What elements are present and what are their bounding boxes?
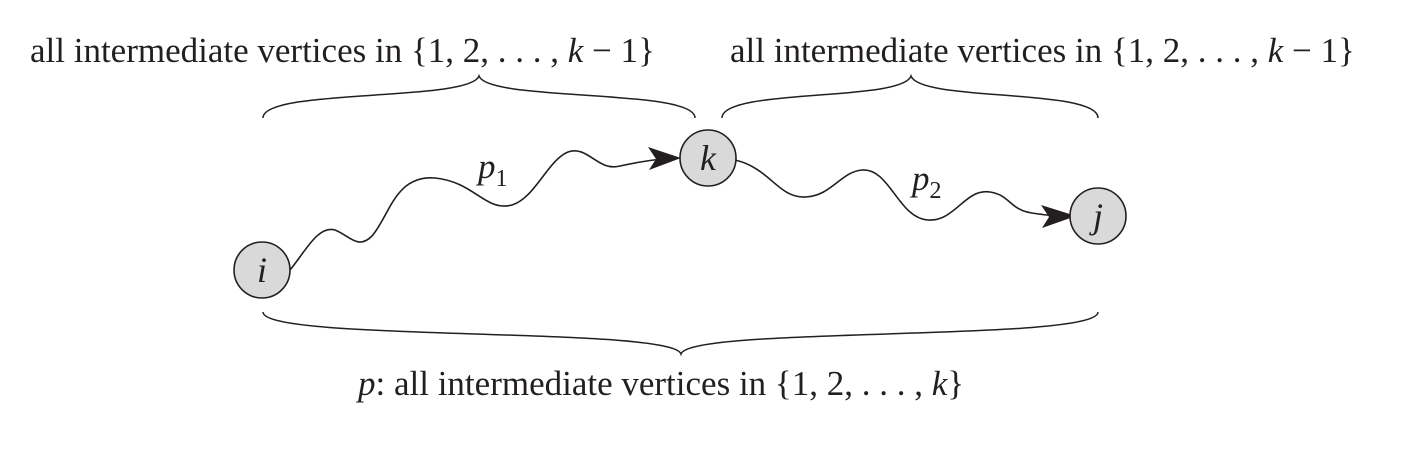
top-right-label: all intermediate vertices in {1, 2, . . … xyxy=(730,31,1355,70)
bottom-label-var2: k xyxy=(932,364,949,403)
top-left-label-suffix: − 1} xyxy=(583,31,655,70)
bottom-brace xyxy=(262,311,1099,357)
bottom-label-var: p xyxy=(355,364,376,403)
node-k-label: k xyxy=(700,138,717,178)
path-p2-letter: p xyxy=(909,159,930,198)
top-right-label-prefix: all intermediate vertices in {1, 2, . . … xyxy=(730,31,1268,70)
top-left-label-var: k xyxy=(568,31,585,70)
node-i: i xyxy=(233,241,291,299)
node-k-circle xyxy=(679,129,737,187)
node-j: j xyxy=(1069,187,1127,245)
bottom-label-suffix: } xyxy=(947,364,964,403)
path-p1-arrowhead xyxy=(648,147,681,170)
top-right-label-suffix: − 1} xyxy=(1283,31,1355,70)
path-p1-letter: p xyxy=(475,147,496,186)
node-j-label: j xyxy=(1089,196,1103,236)
top-left-label-prefix: all intermediate vertices in {1, 2, . . … xyxy=(30,31,568,70)
top-left-brace xyxy=(262,73,696,119)
path-p2-curve xyxy=(734,159,1063,221)
path-p2-subscript: 2 xyxy=(930,178,942,204)
top-right-label-var: k xyxy=(1268,31,1285,70)
node-k: k xyxy=(679,129,737,187)
top-right-brace xyxy=(721,73,1099,119)
bottom-label-prefix: : all intermediate vertices in {1, 2, . … xyxy=(376,364,932,403)
node-i-circle xyxy=(233,241,291,299)
path-p2-arrowhead xyxy=(1041,205,1076,228)
path-p1-curve xyxy=(289,150,665,271)
path-p2-label: p2 xyxy=(909,159,942,204)
path-p1-label: p1 xyxy=(475,147,508,192)
node-j-circle xyxy=(1069,187,1127,245)
bottom-label: p: all intermediate vertices in {1, 2, .… xyxy=(355,364,964,403)
path-p1-subscript: 1 xyxy=(496,166,508,192)
node-i-label: i xyxy=(257,250,267,290)
top-left-label: all intermediate vertices in {1, 2, . . … xyxy=(30,31,655,70)
